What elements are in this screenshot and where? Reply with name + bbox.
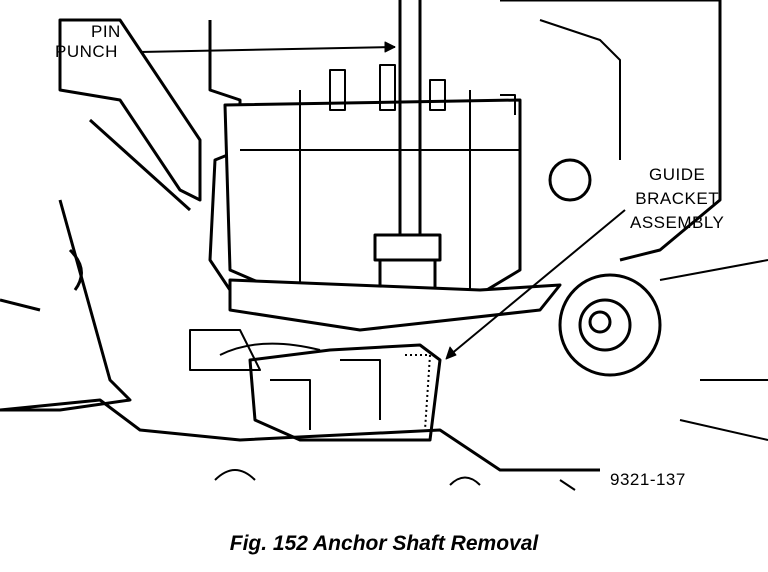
pin-punch-label-line2: PUNCH — [55, 42, 118, 61]
anchor-shaft-illustration — [0, 0, 768, 491]
pin-punch-label: PIN PUNCH — [55, 22, 121, 62]
figure-caption: Fig. 152 Anchor Shaft Removal — [229, 532, 539, 555]
guide-bracket-label-line3: ASSEMBLY — [630, 213, 725, 232]
figure-code: 9321-137 — [610, 470, 686, 489]
guide-bracket-label-line2: BRACKET — [635, 189, 720, 208]
guide-bracket-label: GUIDE BRACKET ASSEMBLY — [630, 163, 724, 235]
guide-bracket-label-line1: GUIDE — [649, 165, 706, 184]
pin-punch-label-line1: PIN — [91, 22, 121, 41]
